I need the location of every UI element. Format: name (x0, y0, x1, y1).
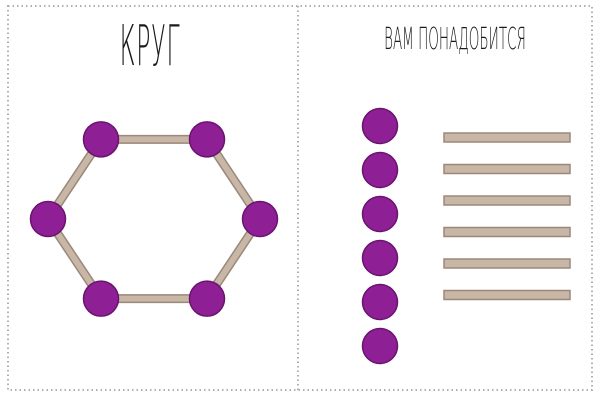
hexagon-sticks (44, 134, 264, 304)
stick (443, 289, 571, 301)
ball (241, 200, 279, 238)
left-panel-title: Круг (119, 14, 181, 79)
ball (29, 200, 67, 238)
right-panel-title: Вам понадобится (384, 22, 526, 57)
ball (361, 283, 399, 321)
ball (361, 327, 399, 365)
supply-balls (361, 107, 399, 365)
stick (443, 163, 571, 175)
stick (443, 195, 571, 206)
hexagon-balls (29, 121, 279, 317)
stick (443, 132, 571, 143)
ball (361, 107, 399, 145)
stick (443, 258, 571, 269)
outer-dotted-border (7, 5, 593, 391)
supply-sticks (443, 132, 571, 301)
ball (82, 280, 120, 317)
ball (361, 239, 399, 277)
ball (188, 121, 226, 158)
ball (188, 280, 226, 317)
stick (443, 226, 571, 238)
ball (361, 195, 399, 233)
ball (361, 151, 399, 189)
ball (82, 121, 120, 158)
